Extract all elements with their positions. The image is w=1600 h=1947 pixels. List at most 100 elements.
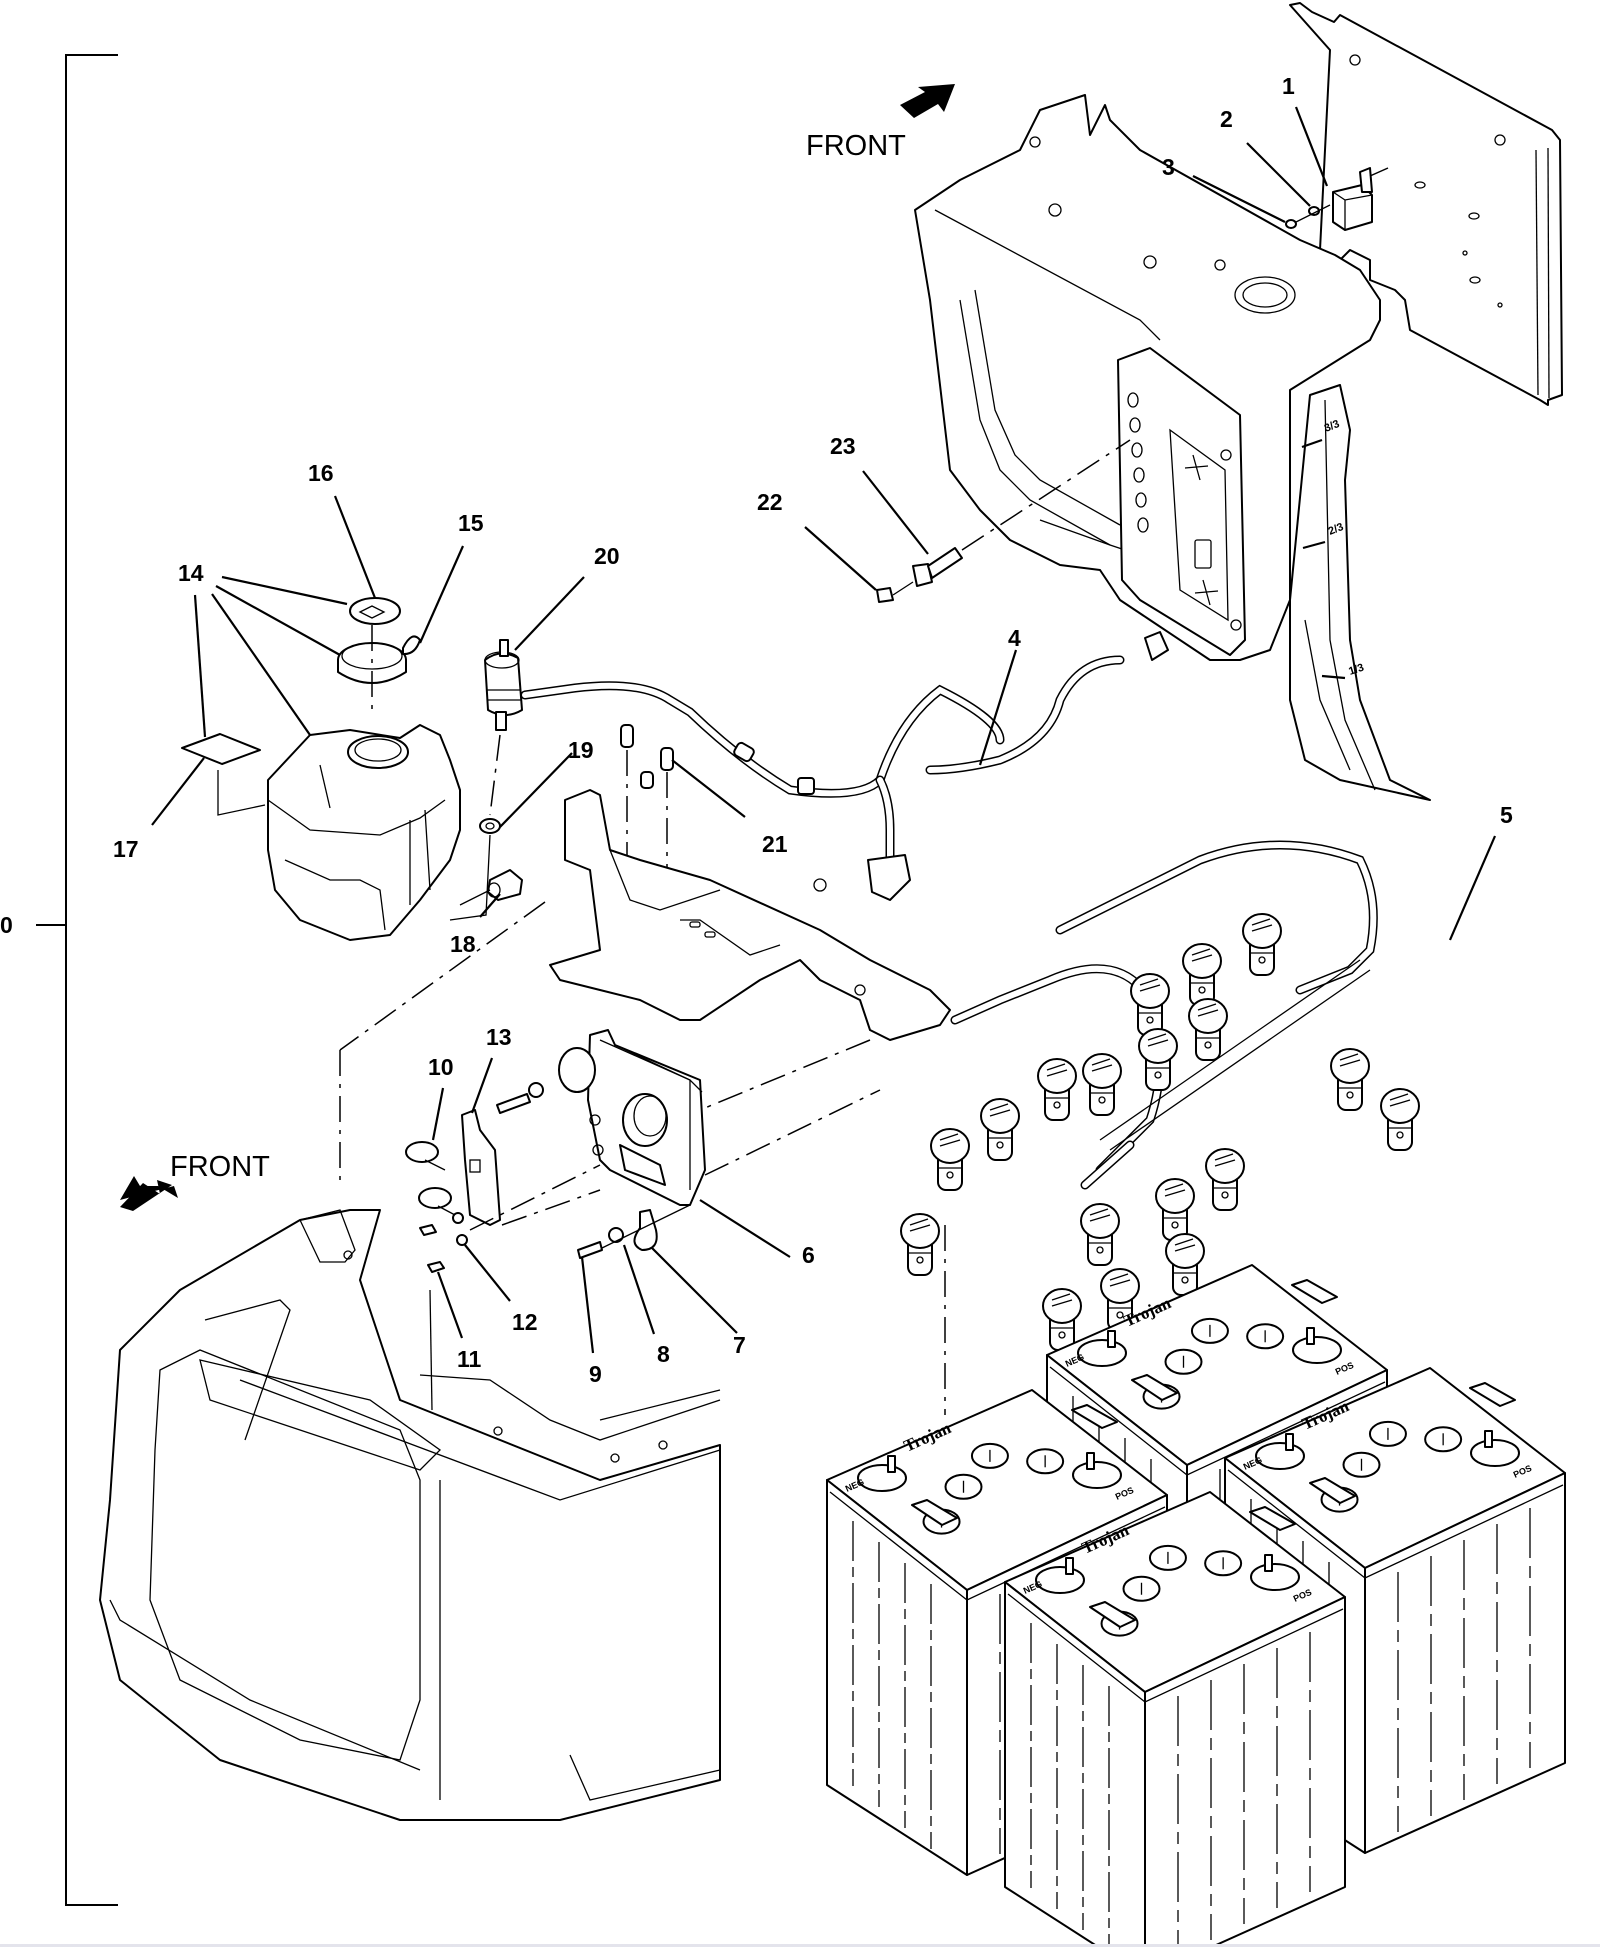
hose-harness-part-4 [520,631,1169,901]
screw-part-11 [427,1261,445,1273]
watering-valve [1037,1058,1077,1121]
callout-3: 3 [1162,154,1175,180]
callout-8: 8 [657,1341,670,1367]
watering-valves [900,913,1420,1351]
watering-valve [1138,1028,1178,1091]
assembly-callout-0: 0 [0,912,13,938]
terminal-post [887,1455,896,1473]
callout-12: 12 [512,1309,538,1335]
bolt [496,1093,531,1114]
watering-valve [980,1098,1020,1161]
negative-terminal [1255,1442,1305,1470]
callout-1: 1 [1282,73,1295,99]
watering-valve [1130,973,1170,1036]
front-label-bottom: FRONT [170,1151,270,1183]
cap-label-part-16 [349,597,401,625]
fuse-holder-part-23 [912,439,1131,587]
callout-20: 20 [594,543,620,569]
watering-valve [1380,1088,1420,1151]
callout-10: 10 [428,1054,454,1080]
assembly-bracket: 0 [0,54,118,1906]
washer-part-12 [456,1234,468,1246]
callout-18: 18 [450,931,476,957]
watering-valve [1042,1288,1082,1351]
watering-valve [1080,1203,1120,1266]
pump-part-20 [484,639,523,731]
gauge-mark-one-third: 1/3 [1347,662,1365,678]
callout-labels: 1 2 3 4 5 6 7 8 9 10 11 12 13 14 15 16 1… [113,73,1513,1387]
watering-valve [1242,913,1282,976]
clamp-part-10 [405,1141,456,1216]
watering-valve [1182,943,1222,1006]
washer [528,1082,544,1098]
terminal-post [1107,1330,1116,1348]
cap-tether-part-15 [402,635,421,656]
watering-valve [1205,1148,1245,1211]
decal-part-17 [181,733,261,765]
plus-icon [1194,579,1219,606]
elbow-fitting-part-18 [487,869,523,901]
callout-15: 15 [458,510,484,536]
watering-valve [1155,1178,1195,1241]
water-reservoir-part-14 [267,724,461,941]
washer [452,1212,464,1224]
positive-terminal [1250,1563,1300,1591]
grommet-part-19 [479,818,501,834]
watering-valve [1188,998,1228,1061]
gauge-mark-full: 3/3 [1323,418,1342,435]
battery-compartment-housing: 3/3 2/3 1/3 [914,2,1563,801]
callout-13: 13 [486,1024,512,1050]
screw-part [419,1224,437,1236]
watering-valve [1165,1233,1205,1296]
callout-14: 14 [178,560,204,586]
p-clip-part-7 [633,1209,658,1251]
cover-plate-part-13 [461,1109,501,1226]
front-body-panel [99,1209,721,1821]
callout-19: 19 [568,737,594,763]
page-bottom-edge [0,1944,1600,1947]
positive-terminal [1470,1439,1520,1467]
front-indicator-bottom: FRONT [120,1151,270,1211]
watering-valve [1082,1053,1122,1116]
callout-11: 11 [457,1346,482,1372]
negative-terminal [1035,1566,1085,1594]
terminal-post [1086,1452,1095,1470]
callout-6: 6 [802,1242,815,1268]
negative-terminal [1077,1339,1127,1367]
callout-4: 4 [1008,625,1021,651]
watering-valve [1100,1268,1140,1331]
nut-part-3 [1285,219,1297,229]
controller-part-6 [558,1029,706,1206]
relay-part-1 [1332,167,1389,231]
front-label-top: FRONT [806,130,906,162]
washer-part-8 [608,1227,624,1243]
callout-22: 22 [757,489,783,515]
terminal-post [1264,1554,1273,1572]
front-indicator-top: FRONT [806,84,955,162]
callout-5: 5 [1500,802,1513,828]
watering-valve [900,1213,940,1276]
negative-terminal [857,1464,907,1492]
mounting-bracket [549,789,951,1041]
callout-9: 9 [589,1361,602,1387]
terminal-post [1484,1430,1493,1448]
callout-23: 23 [830,433,856,459]
watering-valve [1330,1048,1370,1111]
positive-terminal [1072,1461,1122,1489]
front-arrow-icon [900,84,955,118]
callout-17: 17 [113,836,139,862]
callout-21: 21 [762,831,788,857]
terminal-post [1065,1557,1074,1575]
fuse-cap-part-22 [876,587,894,603]
plus-icon [1184,454,1209,481]
gauge-mark-two-thirds: 2/3 [1327,521,1346,538]
watering-valve [930,1128,970,1191]
callout-16: 16 [308,460,334,486]
terminal-post [1306,1327,1315,1345]
callout-7: 7 [733,1332,746,1358]
callout-leaders [151,106,1497,1354]
watering-valve-harness-part-5 [950,840,1378,1190]
